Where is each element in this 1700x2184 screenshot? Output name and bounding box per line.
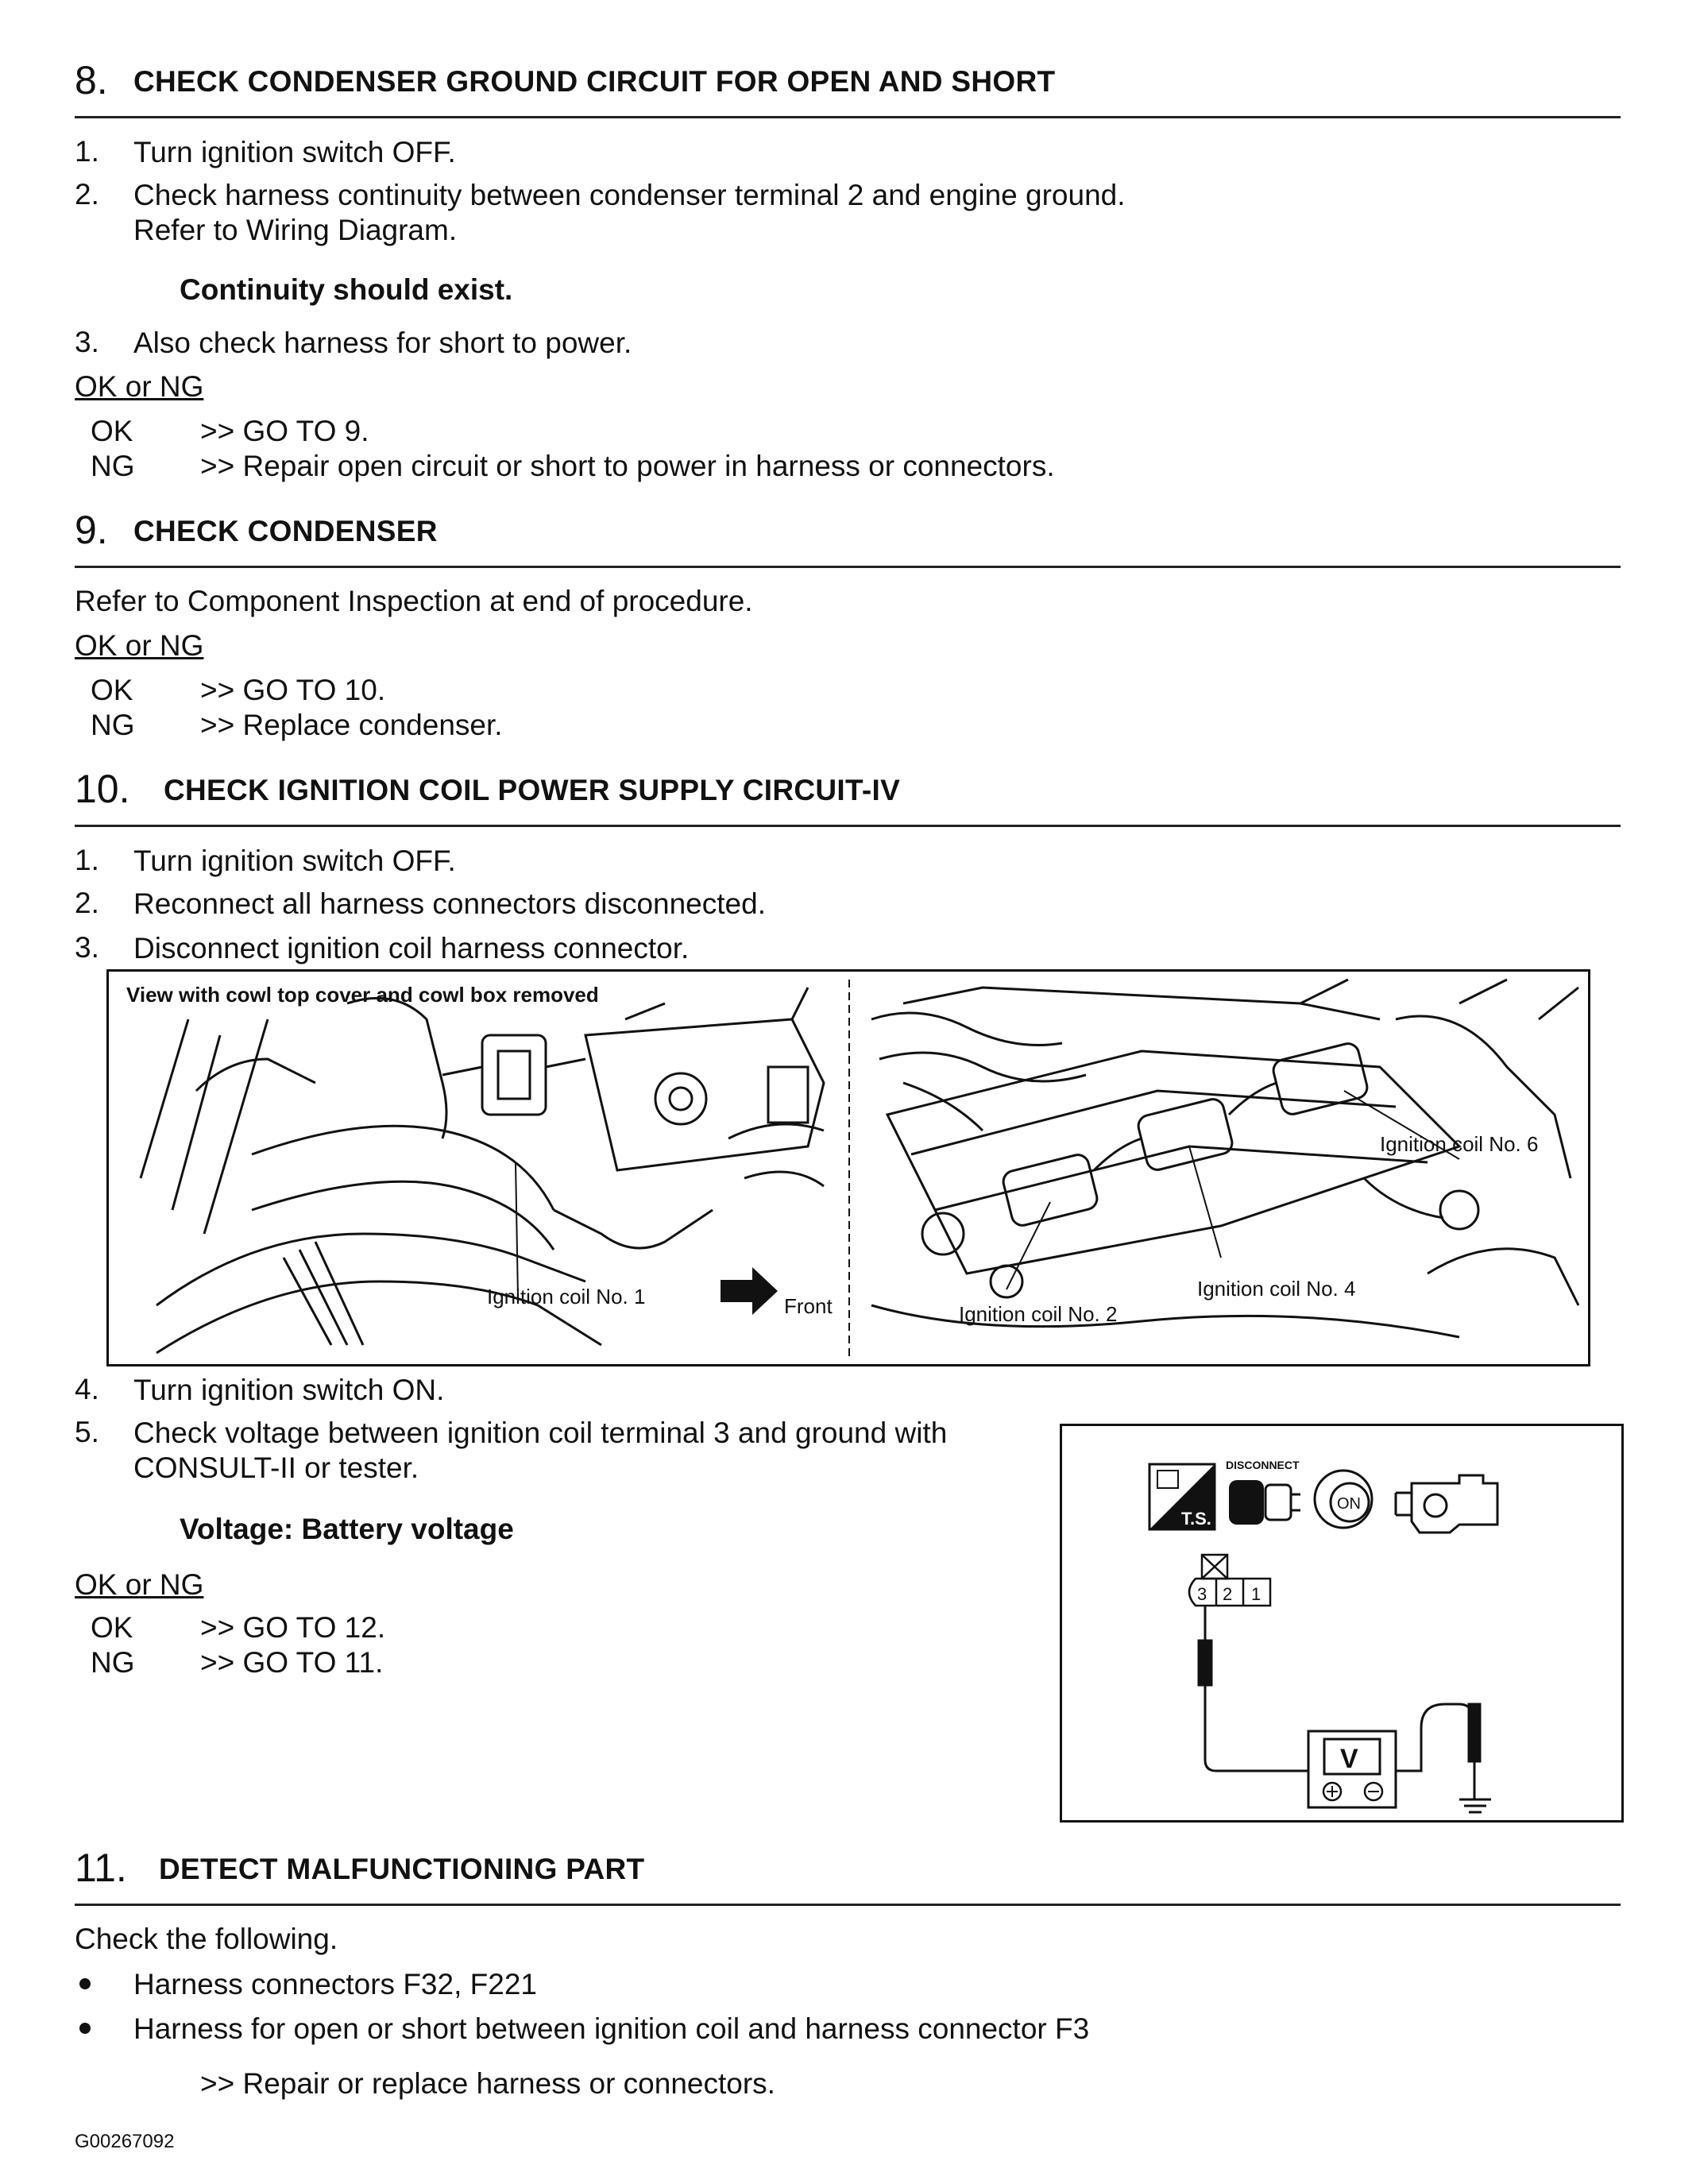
pin-1: 1 [1251,1584,1261,1604]
ok-ng-heading: OK or NG [75,629,204,662]
engine-icon [1394,1474,1499,1534]
ng-action: >> Replace condenser. [200,709,503,741]
step-number: 1. [75,844,99,876]
section-number: 9. [75,508,108,552]
section-title: CHECK IGNITION COIL POWER SUPPLY CIRCUIT… [164,774,901,806]
step-text: Turn ignition switch OFF. [133,845,456,877]
ng-action: >> GO TO 11. [200,1646,384,1679]
voltmeter-icon: V [1307,1730,1397,1809]
step-text-cont: CONSULT-II or tester. [133,1451,419,1484]
repair-action: >> Repair or replace harness or connecto… [200,2067,775,2100]
step-number: 5. [75,1416,99,1448]
divider [75,825,1621,827]
step-number: 1. [75,135,99,168]
step-text: Turn ignition switch OFF. [133,136,456,168]
section-10-header: 10. CHECK IGNITION COIL POWER SUPPLY CIR… [75,764,1621,815]
disconnect-label: DISCONNECT [1226,1459,1300,1471]
ts-icon: T.S. [1148,1463,1216,1531]
on-label: ON [1337,1495,1361,1513]
engine-figure: View with cowl top cover and cowl box re… [106,969,1590,1366]
voltage-test-diagram: T.S. DISCONNECT ON [1060,1424,1624,1823]
section-number: 10. [75,767,130,811]
ng-action: >> Repair open circuit or short to power… [200,450,1055,482]
ignition-on-icon: ON [1313,1469,1374,1529]
ts-label: T.S. [1181,1509,1211,1529]
step-text: Check harness continuity between condens… [133,179,1126,211]
ok-action: >> GO TO 10. [200,674,386,706]
label-coil-1: Ignition coil No. 1 [487,1285,645,1308]
ng-label: NG [91,1646,135,1679]
step-number: 2. [75,178,99,211]
meter-label: V [1340,1744,1358,1774]
step-text: Reconnect all harness connectors disconn… [133,887,766,920]
bullet-text: Harness for open or short between igniti… [133,2012,1090,2045]
ok-ng-heading: OK or NG [75,1568,204,1601]
section-8-header: 8. CHECK CONDENSER GROUND CIRCUIT FOR OP… [75,56,1621,106]
step-text: Check voltage between ignition coil term… [133,1417,948,1449]
ok-action: >> GO TO 12. [200,1611,386,1644]
ok-label: OK [91,674,133,706]
section-number: 8. [75,58,108,102]
circuit-sketch: T.S. DISCONNECT ON [1148,1459,1499,1814]
ok-ng-heading: OK or NG [75,370,204,403]
label-coil-4: Ignition coil No. 4 [1197,1277,1355,1301]
divider [75,116,1621,118]
step-text-cont: Refer to Wiring Diagram. [133,214,458,246]
pin-3: 3 [1197,1584,1207,1604]
bullet-text: Harness connectors F32, F221 [133,1968,537,2000]
step-number: 3. [75,326,99,358]
step-text: Also check harness for short to power. [133,327,632,359]
section-title: DETECT MALFUNCTIONING PART [159,1853,645,1885]
label-coil-2: Ignition coil No. 2 [959,1302,1117,1326]
ng-label: NG [91,709,135,741]
pin-2: 2 [1223,1584,1232,1604]
section-body: Refer to Component Inspection at end of … [75,585,753,617]
label-front: Front [784,1294,833,1318]
section-9-header: 9. CHECK CONDENSER [75,505,1621,556]
spec-continuity: Continuity should exist. [180,273,513,306]
section-11-header: 11. DETECT MALFUNCTIONING PART [75,1843,1621,1894]
label-coil-6: Ignition coil No. 6 [1380,1132,1538,1156]
step-number: 3. [75,931,99,964]
figure-caption: View with cowl top cover and cowl box re… [126,983,599,1007]
connector-icon: 3 2 1 [1188,1553,1272,1607]
bullet-dot [79,2023,91,2034]
step-number: 2. [75,887,99,919]
step-text: Disconnect ignition coil harness connect… [133,932,690,964]
section-intro: Check the following. [75,1923,338,1955]
step-text: Turn ignition switch ON. [133,1374,445,1406]
engine-illustration: View with cowl top cover and cowl box re… [126,978,1580,1356]
footer-code: G00267092 [75,2131,175,2152]
ok-label: OK [91,1611,133,1644]
divider [75,566,1621,568]
ok-label: OK [91,415,133,447]
section-title: CHECK CONDENSER [133,515,438,547]
ok-action: >> GO TO 9. [200,415,369,447]
section-title: CHECK CONDENSER GROUND CIRCUIT FOR OPEN … [133,65,1056,98]
bullet-dot [79,1978,91,1989]
step-number: 4. [75,1373,99,1405]
section-number: 11. [75,1846,127,1890]
disconnect-icon: DISCONNECT [1226,1459,1300,1525]
spec-voltage: Voltage: Battery voltage [180,1513,514,1545]
divider [75,1904,1621,1906]
ng-label: NG [91,450,135,482]
